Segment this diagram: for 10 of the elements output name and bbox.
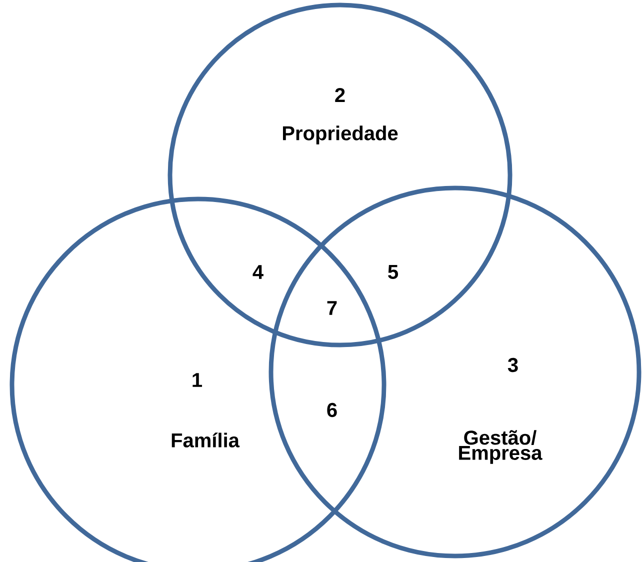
region-number: 5 xyxy=(388,265,398,279)
set-number: 3 xyxy=(508,358,518,372)
set-label: Família xyxy=(172,432,240,448)
set-number: 1 xyxy=(192,373,202,387)
set-label: Propriedade xyxy=(283,126,398,144)
set-label: Gestão/ Empresa xyxy=(459,430,542,464)
set-number: 2 xyxy=(335,88,345,102)
region-number: 7 xyxy=(327,301,337,315)
region-number: 4 xyxy=(252,265,264,279)
region-number: 6 xyxy=(327,402,337,418)
